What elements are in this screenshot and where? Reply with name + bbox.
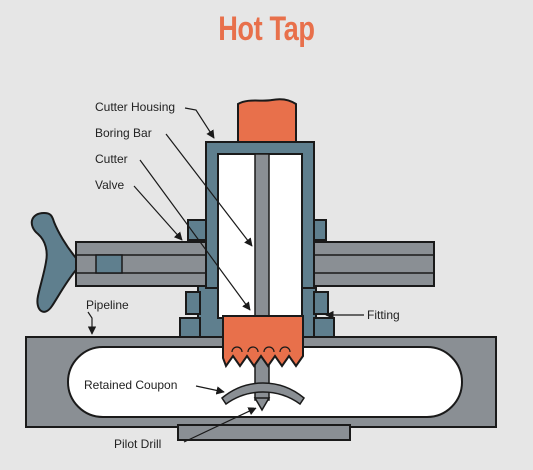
pilot-drill-tip <box>253 397 271 412</box>
leader-cutter-housing <box>184 107 215 139</box>
leader-cutter <box>139 159 251 311</box>
label-valve: Valve <box>95 178 124 192</box>
cutter-tooth-marks <box>231 346 291 353</box>
fitting-right-bolt <box>313 291 329 315</box>
retained-coupon <box>221 382 305 406</box>
drive-head <box>237 98 297 143</box>
pipeline-bottom-fitting <box>177 424 351 441</box>
fitting-left-flange <box>179 317 201 338</box>
label-pipeline: Pipeline <box>86 298 129 312</box>
label-fitting: Fitting <box>367 308 400 322</box>
leader-retained-coupon <box>195 385 225 395</box>
label-cutter: Cutter <box>95 152 128 166</box>
label-retained-coupon: Retained Coupon <box>84 378 177 392</box>
diagram-title: Hot Tap <box>218 10 315 48</box>
label-boring-bar: Boring Bar <box>95 126 152 140</box>
label-pilot-drill: Pilot Drill <box>114 437 161 451</box>
leader-valve <box>133 185 183 241</box>
label-cutter-housing: Cutter Housing <box>95 100 175 114</box>
fitting-right-flange <box>313 317 335 338</box>
valve-stem-block <box>95 254 123 274</box>
valve-handwheel <box>30 211 77 313</box>
fitting-left-bolt <box>185 291 201 315</box>
leader-pilot-drill <box>183 407 257 443</box>
leader-boring-bar <box>165 133 253 247</box>
cutter-body <box>222 315 304 369</box>
leader-pipeline <box>87 311 97 335</box>
